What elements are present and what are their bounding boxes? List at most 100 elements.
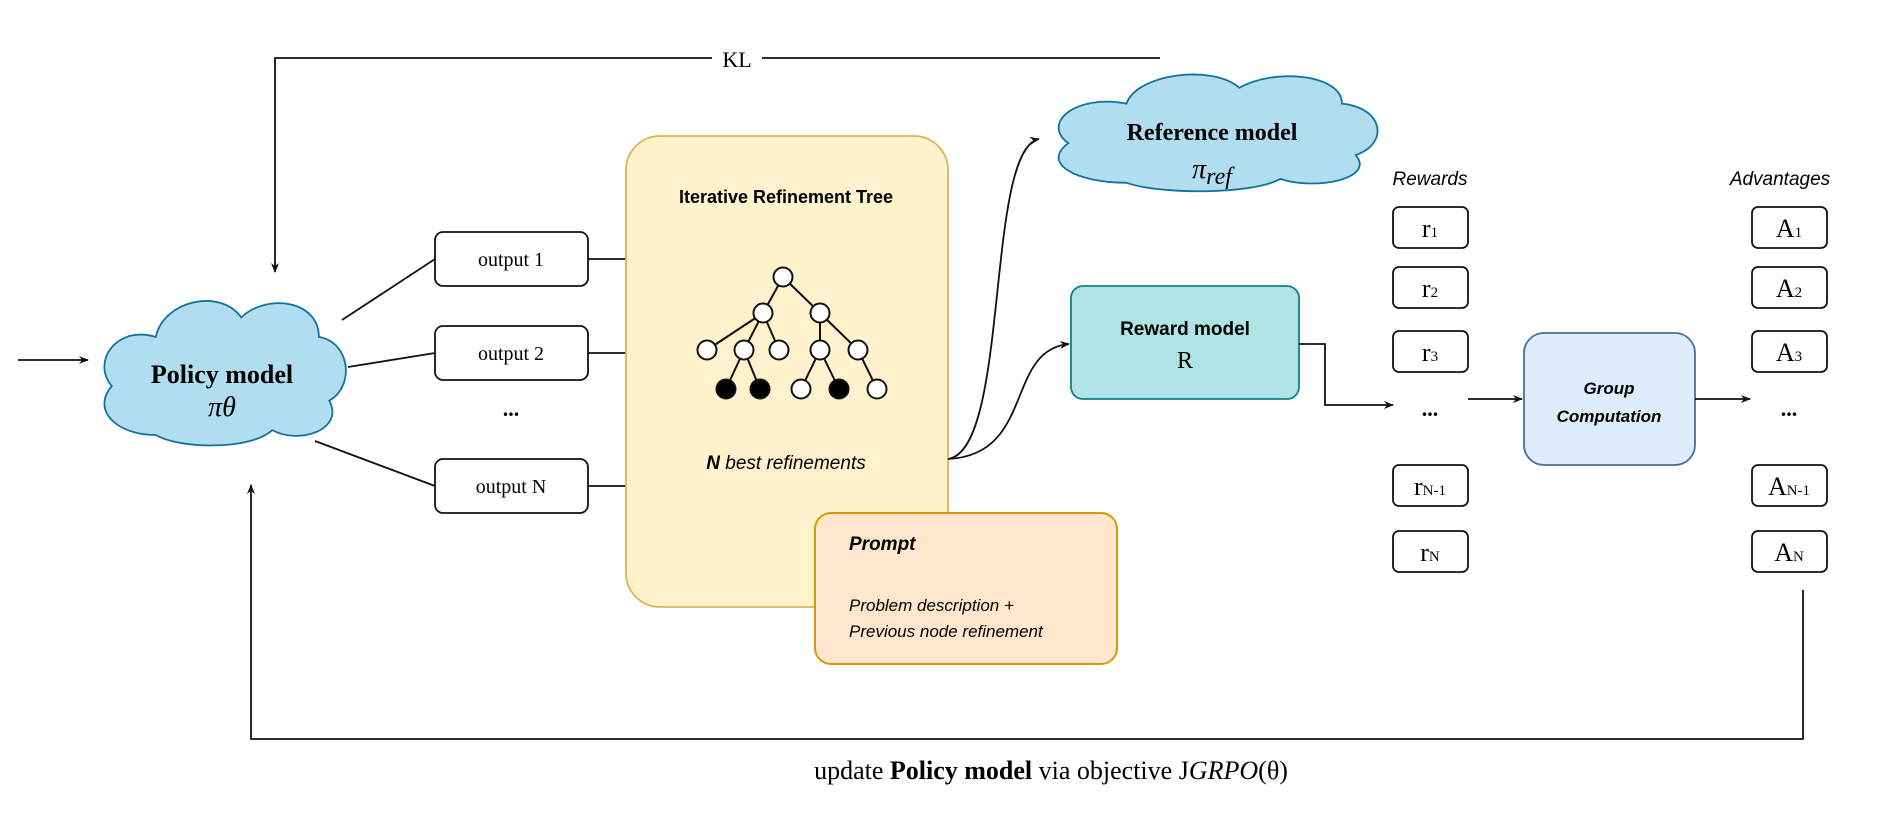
- tree-node: [809, 339, 831, 361]
- reward-item: r3: [1392, 330, 1469, 373]
- update-caption: update Policy model via objective JGRPO(…: [814, 756, 1288, 785]
- reward-label: r1: [1422, 214, 1438, 243]
- advantage-item: A2: [1751, 266, 1828, 309]
- output-2-label: output 2: [478, 343, 544, 365]
- rewards-header: Rewards: [1393, 169, 1468, 190]
- reward-label: r2: [1422, 274, 1438, 303]
- advantage-label: A1: [1776, 214, 1802, 243]
- tree-node: [752, 302, 774, 324]
- advantage-ellipsis: ...: [1781, 396, 1798, 421]
- caption-rest: best refinements: [720, 453, 866, 474]
- prompt-box: Prompt Problem description + Previous no…: [814, 512, 1118, 665]
- reward-model-symbol: R: [1177, 348, 1193, 374]
- caption-n: N: [706, 453, 721, 474]
- caption-bold: Policy model: [890, 756, 1032, 785]
- reward-subscript: 2: [1431, 285, 1439, 301]
- tree-node: [809, 302, 831, 324]
- reward-model-box: Reward model R: [1070, 285, 1300, 400]
- reward-ellipsis: ...: [1422, 396, 1439, 421]
- advantage-subscript: 3: [1795, 349, 1803, 365]
- caption-middle: via objective J: [1032, 756, 1189, 785]
- kl-label: KL: [722, 47, 751, 72]
- advantage-base: A: [1768, 472, 1787, 501]
- advantage-subscript: N-1: [1787, 483, 1810, 499]
- connector-policy-output-2: [347, 352, 436, 368]
- advantage-item: AN: [1751, 530, 1828, 573]
- symbol-pi: π: [1192, 154, 1207, 185]
- advantage-base: A: [1776, 338, 1795, 367]
- outputs-ellipsis: ...: [503, 396, 520, 421]
- advantage-base: A: [1776, 214, 1795, 243]
- reward-label: rN: [1420, 538, 1440, 567]
- refinement-tree-title: Iterative Refinement Tree: [679, 187, 893, 207]
- reward-base: r: [1422, 274, 1431, 303]
- advantage-subscript: 1: [1795, 225, 1803, 241]
- reward-subscript: N: [1429, 549, 1440, 565]
- symbol-ref: ref: [1206, 164, 1235, 190]
- tree-node: [733, 339, 755, 361]
- output-2: output 2: [434, 325, 589, 381]
- advantage-base: A: [1776, 274, 1795, 303]
- advantage-label: A3: [1776, 338, 1802, 367]
- policy-model-symbol: πθ: [208, 392, 236, 423]
- advantage-base: A: [1774, 538, 1793, 567]
- prompt-line-1: Problem description +: [849, 596, 1014, 615]
- reward-item: rN: [1392, 530, 1469, 573]
- advantage-subscript: 2: [1795, 285, 1803, 301]
- output-n: output N: [434, 458, 589, 514]
- group-computation-line-2: Computation: [1557, 407, 1662, 426]
- reward-base: r: [1414, 472, 1423, 501]
- caption-prefix: update: [814, 756, 890, 785]
- reward-item: r2: [1392, 266, 1469, 309]
- prompt-line-2: Previous node refinement: [849, 622, 1044, 641]
- tree-node: [790, 378, 812, 400]
- advantage-label: AN-1: [1768, 472, 1810, 501]
- advantage-item: AN-1: [1751, 464, 1828, 507]
- reward-subscript: N-1: [1423, 483, 1446, 499]
- connector-reward-rewards: [1299, 343, 1394, 409]
- iterative-refinement-tree-box: Iterative Refinement Tree N best refinem…: [625, 135, 949, 608]
- reward-base: r: [1422, 214, 1431, 243]
- caption-arg: (θ): [1258, 756, 1288, 785]
- reward-subscript: 3: [1431, 349, 1439, 365]
- tree-node: [768, 339, 790, 361]
- advantage-label: A2: [1776, 274, 1802, 303]
- reference-model-cloud: Reference model πref: [1059, 74, 1378, 191]
- tree-node: [696, 339, 718, 361]
- reward-label: rN-1: [1414, 472, 1446, 501]
- policy-model-cloud: Policy model πθ: [104, 301, 345, 445]
- tree-node: [847, 339, 869, 361]
- connector-tree-reference: [947, 136, 1040, 460]
- tree-node: [866, 378, 888, 400]
- reward-base: r: [1420, 538, 1429, 567]
- tree-node-selected: [749, 378, 771, 400]
- refinement-tree-caption: N best refinements: [706, 453, 866, 474]
- tree-node-selected: [715, 378, 737, 400]
- reward-model-title: Reward model: [1120, 319, 1250, 340]
- tree-icon: [696, 266, 888, 400]
- reference-model-symbol: πref: [1192, 154, 1235, 190]
- reference-model-title: Reference model: [1127, 120, 1298, 146]
- advantage-subscript: N: [1793, 549, 1804, 565]
- kl-connector: [271, 57, 1160, 273]
- group-computation-line-1: Group: [1584, 379, 1635, 398]
- tree-node-selected: [828, 378, 850, 400]
- advantage-label: AN: [1774, 538, 1804, 567]
- update-feedback-connector: [247, 484, 1804, 740]
- tree-edge: [706, 312, 764, 351]
- reward-item: rN-1: [1392, 464, 1469, 507]
- advantage-item: A3: [1751, 330, 1828, 373]
- reward-item: r1: [1392, 206, 1469, 249]
- group-computation-box: Group Computation: [1523, 332, 1696, 466]
- reward-subscript: 1: [1431, 225, 1439, 241]
- advantages-header: Advantages: [1729, 169, 1831, 190]
- output-n-label: output N: [476, 476, 547, 498]
- tree-node: [772, 266, 794, 288]
- advantage-item: A1: [1751, 206, 1828, 249]
- caption-objective: GRPO: [1189, 756, 1259, 785]
- prompt-title: Prompt: [849, 534, 916, 555]
- output-1: output 1: [434, 231, 589, 287]
- connector-policy-output-n: [314, 440, 436, 487]
